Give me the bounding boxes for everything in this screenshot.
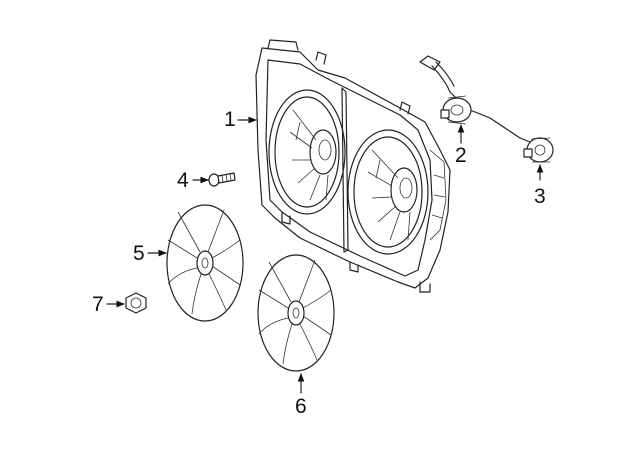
callout-4: 4: [177, 169, 189, 192]
callout-7: 7: [92, 293, 104, 316]
callout-6: 6: [295, 395, 307, 418]
callout-3: 3: [534, 185, 546, 208]
bolt-4: [208, 172, 236, 187]
fan-shroud: [255, 39, 451, 293]
callout-5: 5: [133, 242, 145, 265]
fan-blade-5: [166, 204, 244, 322]
fan-motor-2: [419, 55, 531, 143]
nut-7: [125, 292, 147, 314]
callout-1: 1: [224, 108, 236, 131]
leader-arrows: [106, 116, 544, 394]
callout-2: 2: [455, 144, 467, 167]
fan-blade-6: [257, 254, 335, 372]
fan-motor-3: [523, 137, 554, 163]
